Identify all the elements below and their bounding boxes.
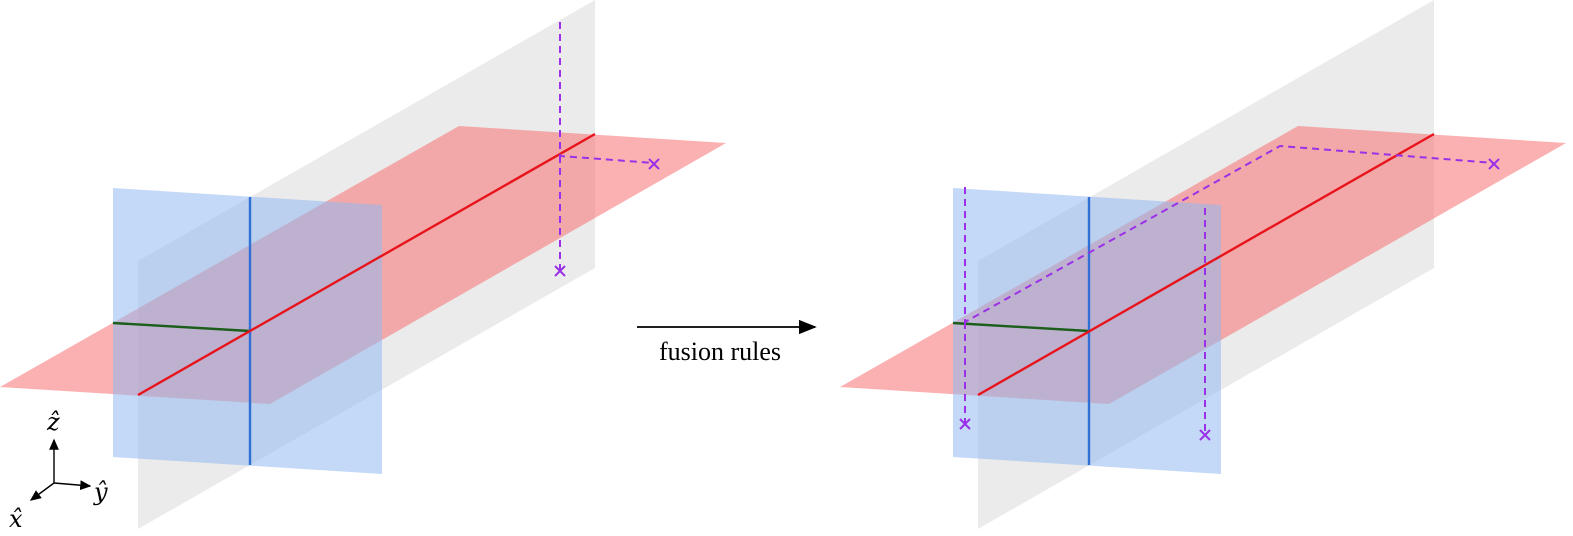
y-axis-arrow	[53, 480, 92, 491]
z-axis-label: ẑ	[46, 408, 60, 436]
right-configuration	[840, 0, 1566, 529]
fusion-arrow: fusion rules	[637, 319, 817, 366]
right-green-line	[952, 321, 1090, 333]
axes-triad: ẑ ŷ x̂	[9, 408, 108, 533]
cross-mark-icon	[554, 265, 566, 277]
y-axis-label: ŷ	[93, 478, 108, 506]
cross-mark-icon	[648, 158, 660, 170]
right-red-line	[977, 132, 1435, 397]
cross-mark-icon	[1199, 429, 1211, 441]
x-axis-arrow	[29, 482, 55, 501]
left-configuration	[0, 0, 726, 529]
left-red-line	[137, 132, 596, 397]
right-purple-path	[964, 144, 1495, 324]
x-axis-label: x̂	[9, 505, 23, 533]
left-green-line	[112, 321, 251, 333]
cross-mark-icon	[1488, 158, 1500, 170]
cross-mark-icon	[959, 418, 971, 430]
fusion-arrow-label: fusion rules	[659, 337, 781, 366]
